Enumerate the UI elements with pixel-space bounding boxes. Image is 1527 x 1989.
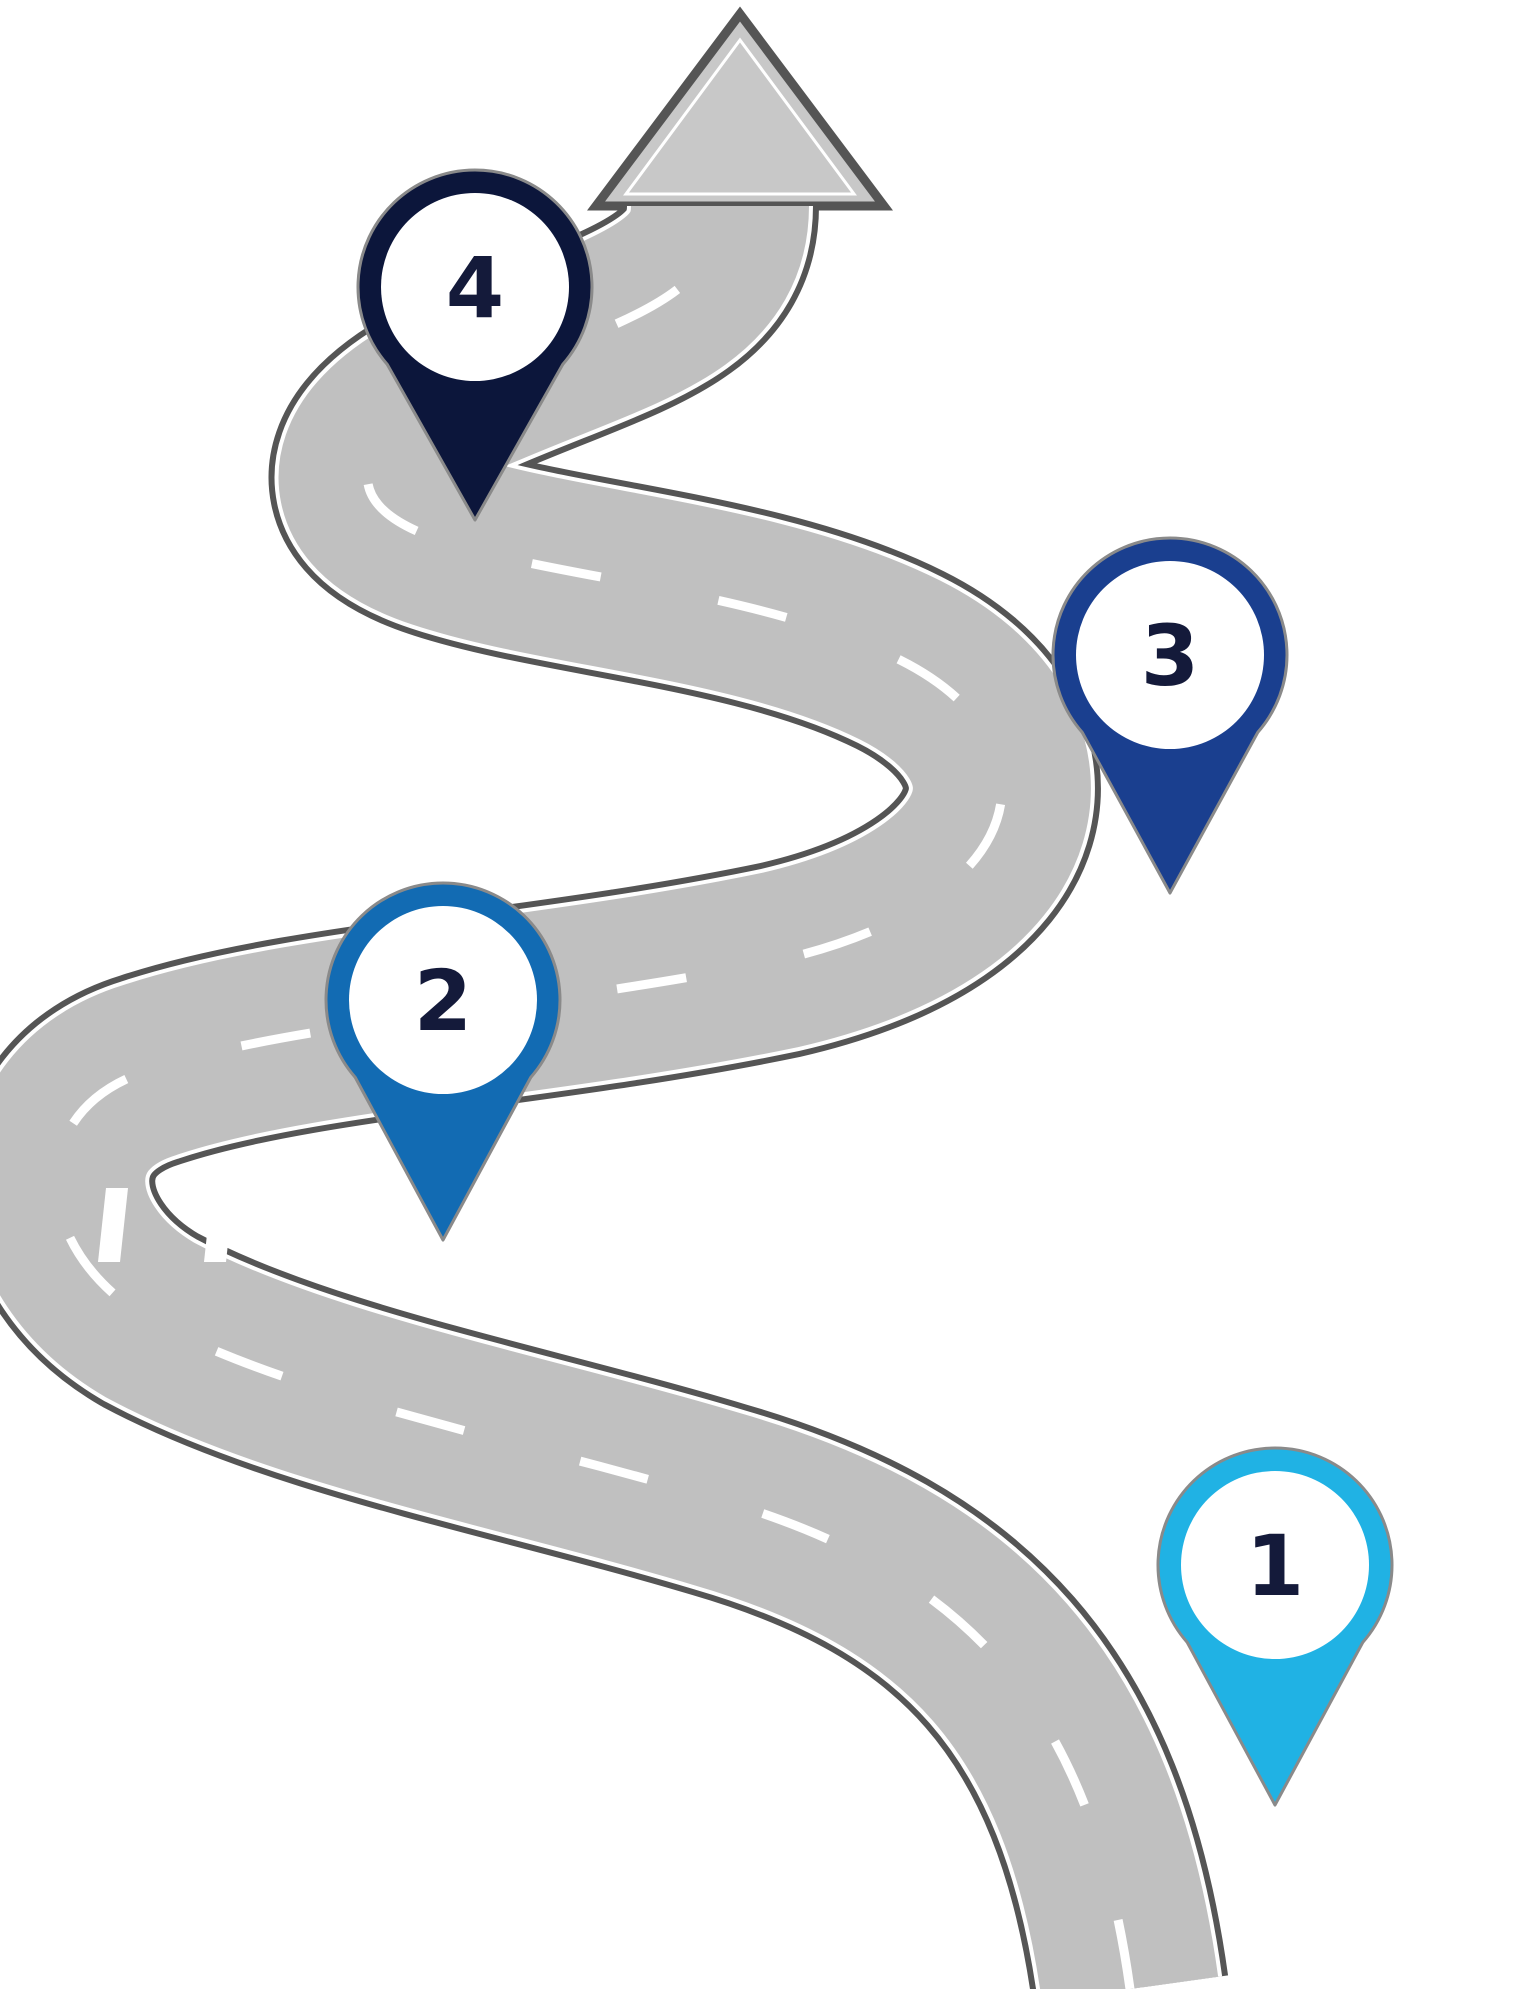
milestone-number: 2 bbox=[414, 952, 472, 1050]
road bbox=[56, 206, 1130, 1989]
milestone-number: 1 bbox=[1246, 1517, 1304, 1615]
milestone-pin-1: 1 bbox=[1158, 1448, 1392, 1805]
road-surface bbox=[56, 206, 1130, 1989]
milestone-number: 4 bbox=[446, 239, 504, 337]
milestone-pin-2: 2 bbox=[326, 883, 560, 1240]
milestone-number: 3 bbox=[1141, 607, 1199, 705]
